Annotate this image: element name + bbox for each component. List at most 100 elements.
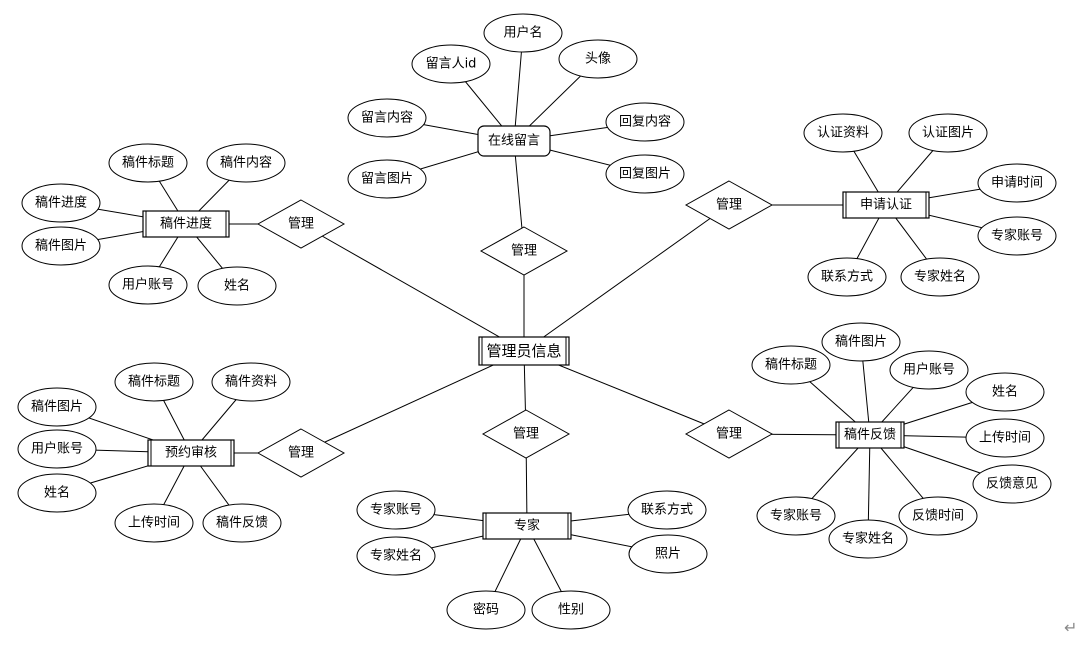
attribute-ellipse <box>972 464 1052 504</box>
attribute-label: 用户账号 <box>31 441 83 457</box>
attribute-ellipse <box>803 113 883 153</box>
attribute-ellipse <box>558 39 638 79</box>
attribute-label: 稿件标题 <box>128 374 180 390</box>
attribute-ellipse <box>21 226 101 266</box>
attribute-label: 联系方式 <box>821 269 873 285</box>
attribute-label: 稿件反馈 <box>216 515 268 531</box>
attribute-label: 稿件图片 <box>31 399 83 415</box>
relationship-label: 管理 <box>513 427 539 442</box>
attribute-label: 姓名 <box>44 485 70 501</box>
attribute-ellipse <box>828 519 908 559</box>
attribute-ellipse <box>17 473 97 513</box>
attribute-label: 回复内容 <box>619 114 671 130</box>
attribute-label: 头像 <box>585 52 611 67</box>
attribute-label: 联系方式 <box>641 502 693 518</box>
relationship-diamond <box>684 180 774 230</box>
entity-label: 稿件反馈 <box>844 427 896 443</box>
attribute-label: 照片 <box>655 547 681 562</box>
attribute-ellipse <box>356 536 436 576</box>
attribute-ellipse <box>908 113 988 153</box>
attribute-label: 稿件内容 <box>220 155 272 171</box>
attribute-ellipse <box>108 265 188 305</box>
entity-box <box>147 439 235 467</box>
attribute-label: 专家姓名 <box>914 269 966 285</box>
attribute-ellipse <box>821 322 901 362</box>
attribute-label: 认证资料 <box>817 126 869 141</box>
attribute-ellipse <box>977 216 1057 256</box>
entity-label: 专家 <box>514 518 540 534</box>
central-link-r_progress <box>300 223 525 352</box>
attribute-ellipse <box>17 387 97 427</box>
entity-label: 稿件进度 <box>160 216 212 232</box>
entity-box <box>835 421 905 449</box>
attribute-label: 用户账号 <box>903 362 955 378</box>
entity-box <box>842 191 930 219</box>
entity-box <box>482 512 572 540</box>
relationship-diamond <box>256 428 346 478</box>
attribute-ellipse <box>206 143 286 183</box>
diagram-nodes: 留言人id用户名头像留言内容回复内容留言图片回复图片稿件标题稿件内容稿件进度稿件… <box>17 13 1057 630</box>
attribute-ellipse <box>807 257 887 297</box>
attribute-ellipse <box>197 266 277 306</box>
attribute-ellipse <box>965 372 1045 412</box>
relationship-diamond <box>481 409 571 459</box>
central-link-r_cert <box>523 204 730 352</box>
attribute-ellipse <box>356 490 436 530</box>
attribute-ellipse <box>900 257 980 297</box>
attribute-label: 姓名 <box>224 278 250 294</box>
attribute-label: 留言图片 <box>361 172 413 187</box>
attribute-ellipse <box>628 534 708 574</box>
attribute-ellipse <box>411 44 491 84</box>
attribute-label: 留言内容 <box>361 110 413 126</box>
attribute-label: 用户账号 <box>122 277 174 293</box>
attribute-ellipse <box>531 590 611 630</box>
attribute-label: 专家姓名 <box>842 531 894 547</box>
entity-label: 申请认证 <box>860 198 912 213</box>
central-link-r_review <box>300 350 525 454</box>
attribute-ellipse <box>202 503 282 543</box>
paragraph-return-mark: ↵ <box>1064 618 1078 637</box>
attribute-label: 稿件资料 <box>225 374 277 390</box>
relationship-label: 管理 <box>511 244 537 259</box>
relationship-label: 管理 <box>288 217 314 232</box>
attribute-label: 申请时间 <box>991 176 1043 191</box>
entity-label: 预约审核 <box>165 446 217 461</box>
attribute-label: 稿件图片 <box>835 334 887 350</box>
attribute-ellipse <box>977 163 1057 203</box>
attribute-ellipse <box>446 590 526 630</box>
attribute-label: 用户名 <box>503 25 542 41</box>
attribute-ellipse <box>211 362 291 402</box>
attribute-ellipse <box>21 183 101 223</box>
attribute-label: 密码 <box>473 602 499 618</box>
attribute-ellipse <box>347 98 427 138</box>
central-entity-label: 管理员信息 <box>486 342 561 360</box>
attribute-label: 上传时间 <box>128 516 180 531</box>
attribute-ellipse <box>889 350 969 390</box>
attribute-label: 姓名 <box>992 384 1018 400</box>
attribute-ellipse <box>605 102 685 142</box>
attribute-label: 稿件标题 <box>122 155 174 171</box>
relationship-label: 管理 <box>288 446 314 461</box>
attribute-label: 专家姓名 <box>370 548 422 564</box>
entity-box <box>477 125 551 157</box>
attribute-ellipse <box>108 143 188 183</box>
attribute-label: 回复图片 <box>619 167 671 182</box>
attribute-label: 反馈意见 <box>986 476 1038 492</box>
attribute-label: 留言人id <box>426 57 477 72</box>
attribute-ellipse <box>756 496 836 536</box>
attribute-ellipse <box>483 13 563 53</box>
attribute-label: 性别 <box>558 603 584 618</box>
attribute-ellipse <box>17 429 97 469</box>
attribute-ellipse <box>114 362 194 402</box>
attribute-ellipse <box>627 490 707 530</box>
relationship-label: 管理 <box>716 198 742 213</box>
relationship-diamond <box>684 409 774 459</box>
attribute-ellipse <box>605 154 685 194</box>
attribute-label: 稿件标题 <box>765 357 817 373</box>
attribute-label: 专家账号 <box>991 228 1043 244</box>
attribute-ellipse <box>751 345 831 385</box>
attribute-label: 稿件进度 <box>35 195 87 211</box>
attribute-label: 专家账号 <box>370 502 422 518</box>
attribute-ellipse <box>898 496 978 536</box>
relationship-diamond <box>256 199 346 249</box>
